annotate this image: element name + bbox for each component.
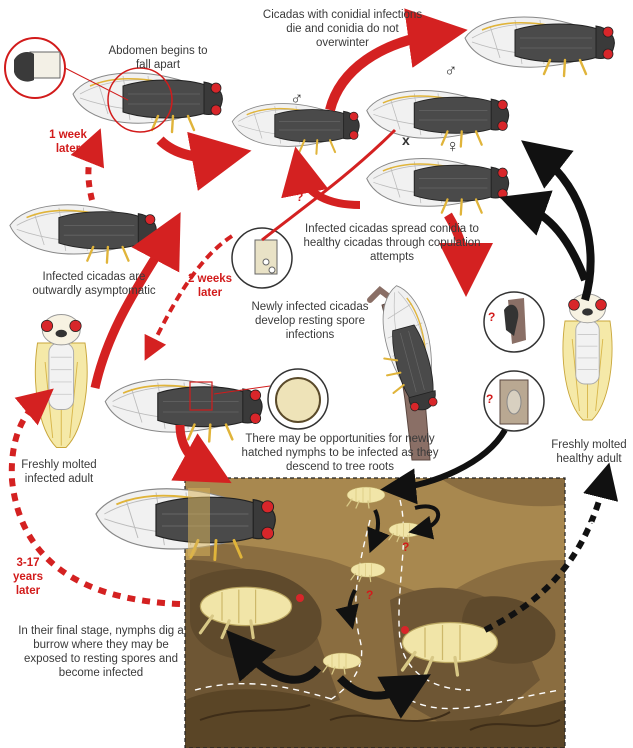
magnifier-circle-icon [483, 291, 545, 353]
label-years-right: 3-17 years later [584, 521, 616, 561]
label-asymptomatic: Infected cicadas are outwardly asymptoma… [32, 271, 156, 297]
label-opportunities: There may be opportunities for newly hat… [241, 433, 439, 473]
question-mark: ? [486, 392, 494, 406]
cicada-icon [365, 157, 510, 216]
black-arrow [408, 504, 441, 540]
red-arrow [261, 128, 397, 242]
black-arrow [380, 428, 508, 505]
cicada-icon [34, 314, 88, 448]
red-arrow [281, 146, 361, 209]
question-mark: ? [402, 540, 410, 554]
label-molted-healthy: Freshly molted healthy adult [551, 439, 627, 465]
cicada-icon [562, 293, 613, 421]
red-arrow [438, 212, 493, 297]
label-resting-spore: Newly infected cicadas develop resting s… [251, 301, 369, 341]
question-mark: ? [488, 310, 496, 324]
black-dashed-arrow [483, 462, 619, 633]
cicada-icon [231, 102, 361, 155]
male-symbol: ♂ [290, 88, 304, 108]
magnifier-circle-icon [189, 368, 329, 430]
question-mark: ? [296, 190, 304, 204]
cicada-icon [463, 15, 616, 78]
magnifier-circle-icon [483, 370, 545, 432]
black-arrow [337, 674, 431, 719]
red-dashed-arrow [70, 128, 105, 201]
label-final-stage: In their final stage, nymphs dig a burro… [18, 625, 184, 679]
red-dashed-arrow [8, 388, 181, 607]
black-arrow [367, 509, 390, 554]
cross-symbol: x [402, 132, 410, 148]
black-arrow [521, 140, 595, 302]
red-arrow [156, 131, 252, 191]
red-arrow [325, 8, 468, 112]
black-arrow [335, 589, 359, 630]
magnifier-circle-icon [231, 227, 293, 289]
cicada-icon [8, 203, 158, 264]
black-arrow [226, 629, 322, 684]
cicada-icon [71, 71, 224, 134]
female-symbol: ♀ [446, 136, 460, 156]
male-symbol: ♂ [444, 60, 458, 80]
red-arrow [171, 424, 232, 484]
question-mark: ? [366, 588, 374, 602]
red-arrow [90, 212, 181, 389]
label-years-left: 3-17 years later [12, 557, 44, 597]
label-molted-infected: Freshly molted infected adult [21, 459, 97, 485]
label-conidia-die: Cicadas with conidial infections die and… [262, 9, 423, 49]
label-one-week: 1 week later [49, 129, 87, 155]
label-abdomen: Abdomen begins to fall apart [108, 45, 208, 71]
black-arrow [499, 190, 589, 282]
label-two-weeks: 2 weeks later [187, 273, 233, 299]
magnifier-circle-icon [4, 37, 173, 133]
red-dashed-arrow [144, 234, 234, 361]
label-spread: Infected cicadas spread conidia to healt… [303, 223, 481, 263]
